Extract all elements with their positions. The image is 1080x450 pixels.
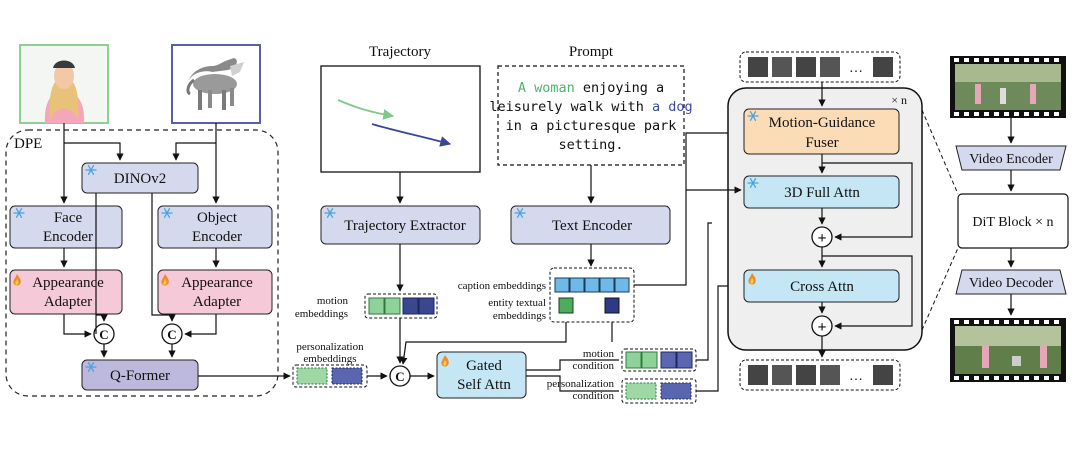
- video-encoder-label: Video Encoder: [969, 152, 1053, 167]
- prompt-line-3: in a picturesque park: [506, 118, 677, 134]
- text-embeddings-group: [549, 267, 635, 323]
- video-encoder-box: [955, 145, 1067, 171]
- caption-embeddings-label: caption embeddings: [458, 280, 546, 292]
- personalization-embeddings-line1: personalization: [296, 341, 364, 353]
- prompt-title: Prompt: [569, 44, 614, 60]
- appearance-adapter-object-line1: Appearance: [181, 275, 253, 291]
- personalization-condition-line1: personalization: [547, 378, 615, 390]
- concat-symbol: C: [167, 327, 176, 342]
- face-encoder-line2: Encoder: [43, 229, 93, 245]
- film-strip-output: [950, 318, 1066, 382]
- motion-condition-line2: condition: [572, 360, 614, 372]
- cross-attn-label: Cross Attn: [790, 279, 854, 295]
- appearance-adapter-face-line2: Adapter: [44, 294, 92, 310]
- dpe-label: DPE: [14, 136, 42, 152]
- dit-block-box: [957, 193, 1069, 249]
- center-connectors: [367, 129, 741, 380]
- entity-textual-line1: entity textual: [488, 297, 546, 309]
- trajectory-title: Trajectory: [369, 44, 431, 60]
- trajectory-path-woman: [337, 99, 395, 120]
- appearance-adapter-object-line2: Adapter: [193, 294, 241, 310]
- dinov2-box: [81, 162, 199, 194]
- concat-symbol: C: [99, 327, 108, 342]
- caption-embedding-tokens: [554, 277, 630, 293]
- appearance-adapter-face-line1: Appearance: [32, 275, 104, 291]
- personalization-embedding-tokens: [296, 367, 363, 385]
- ellipsis: …: [849, 61, 863, 76]
- trajectory-canvas: [320, 65, 481, 173]
- expansion-lines: [921, 109, 959, 331]
- trajectory-extractor-label: Trajectory Extractor: [344, 218, 466, 234]
- gated-self-attn-line1: Gated: [466, 358, 502, 374]
- full-attn-label: 3D Full Attn: [784, 185, 860, 201]
- motion-guidance-fuser-line2: Fuser: [805, 135, 838, 151]
- prompt-line-4: setting.: [558, 137, 623, 153]
- repeat-label: × n: [891, 93, 907, 107]
- video-decoder-box: [955, 269, 1067, 295]
- dog-photo: [171, 44, 261, 124]
- text-encoder-label: Text Encoder: [552, 218, 632, 234]
- motion-embeddings-line1: motion: [317, 295, 349, 307]
- motion-embeddings-group: [364, 293, 438, 319]
- qformer-box: [81, 359, 199, 391]
- object-encoder-box: [157, 205, 273, 249]
- video-decoder-label: Video Decoder: [969, 276, 1054, 291]
- motion-embedding-tokens: [368, 297, 435, 315]
- dpe-region: [5, 129, 279, 397]
- prompt-line-2: leisurely walk with a dog: [489, 99, 692, 115]
- latent-token-row-top: [748, 57, 893, 77]
- gated-self-attn-box: [436, 351, 527, 399]
- woman-photo: [19, 44, 109, 124]
- personalization-condition-line2: condition: [572, 390, 614, 402]
- qformer-label: Q-Former: [110, 368, 170, 384]
- motion-condition-tokens: [625, 351, 693, 369]
- object-encoder-line2: Encoder: [192, 229, 242, 245]
- prompt-box: [497, 65, 685, 166]
- film-strip-input: [950, 56, 1066, 118]
- latent-token-row-bottom: [748, 365, 893, 385]
- concat-symbol: C: [395, 369, 404, 384]
- prompt-entity-woman: A woman: [518, 80, 575, 96]
- ellipsis: …: [849, 369, 863, 384]
- motion-condition-line1: motion: [583, 348, 615, 360]
- entity-embedding-tokens: [558, 297, 620, 314]
- motion-guidance-fuser-line1: Motion-Guidance: [769, 115, 876, 131]
- plus-symbol: +: [817, 230, 826, 247]
- dpe-connectors: [60, 123, 291, 380]
- appearance-adapter-face-box: [9, 269, 123, 315]
- prompt-line-1: A woman enjoying a: [518, 80, 664, 96]
- entity-textual-line2: embeddings: [493, 310, 546, 322]
- face-encoder-box: [9, 205, 123, 249]
- personalization-condition-tokens: [625, 382, 692, 400]
- dit-block-label: DiT Block × n: [972, 215, 1053, 230]
- dit-connectors: [686, 82, 913, 358]
- dinov2-label: DINOv2: [114, 171, 167, 187]
- motion-embeddings-line2: embeddings: [295, 308, 348, 320]
- trajectory-path-dog: [371, 123, 452, 147]
- face-encoder-line1: Face: [54, 210, 83, 226]
- object-encoder-line1: Object: [197, 210, 238, 226]
- prompt-entity-dog: a dog: [652, 99, 693, 115]
- gated-self-attn-line2: Self Attn: [457, 377, 511, 393]
- plus-symbol: +: [817, 319, 826, 336]
- appearance-adapter-object-box: [157, 269, 273, 315]
- personalization-embeddings-line2: embeddings: [303, 353, 356, 365]
